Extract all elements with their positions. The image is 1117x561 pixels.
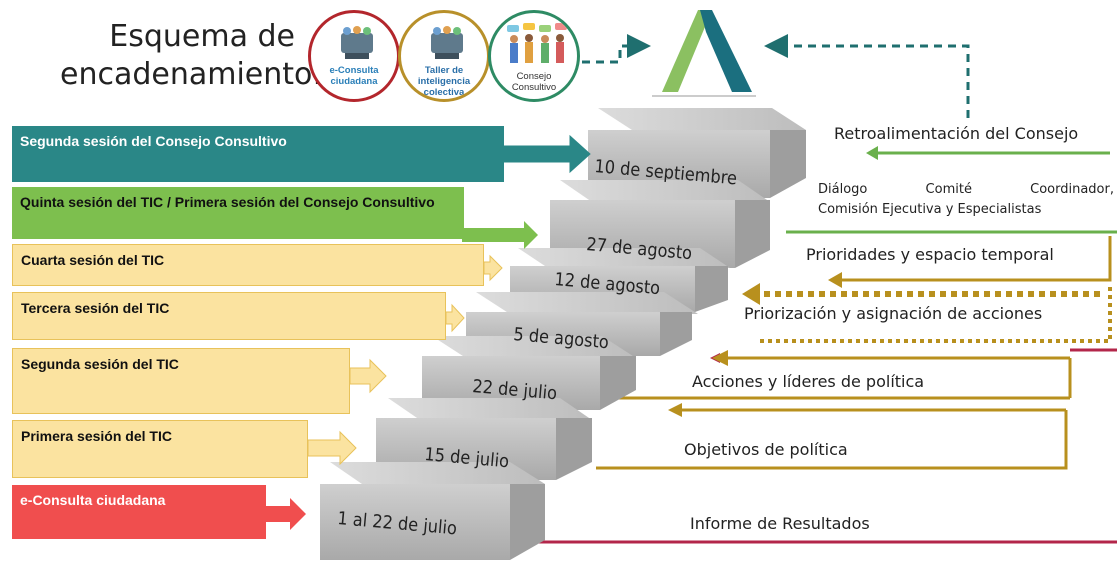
dashed-arrow-to-logo — [582, 34, 651, 64]
diagram-title: Esquema de encadenamiento: — [60, 18, 323, 94]
logo-icon — [652, 10, 756, 97]
prioritization-dotted-loop — [760, 287, 1112, 343]
step-5 — [422, 336, 636, 410]
dialog-label: Diálogo Comité Coordinador, Comisión Eje… — [818, 180, 1114, 220]
people-meeting-icon — [341, 26, 373, 59]
objectives-label: Objetivos de política — [684, 440, 848, 459]
title-line-1: Esquema de — [109, 19, 295, 54]
circle-label-consejo: Consejo Consultivo — [511, 71, 557, 93]
session-box-1: Segunda sesión del Consejo Consultivo — [12, 126, 504, 182]
session-box-5: Segunda sesión del TIC — [12, 348, 350, 414]
session-box-6: Primera sesión del TIC — [12, 420, 308, 478]
dialog-line-2: Comisión Ejecutiva y Especialistas — [818, 202, 1042, 217]
report-label: Informe de Resultados — [690, 514, 870, 533]
dialog-line-1: Diálogo Comité Coordinador, — [818, 182, 1114, 197]
title-line-2: encadenamiento: — [60, 57, 323, 92]
step-7 — [320, 462, 545, 560]
dashed-arrow-feedback — [764, 34, 970, 118]
priorities-label: Prioridades y espacio temporal — [806, 245, 1054, 264]
prioritization-label: Priorización y asignación de acciones — [744, 304, 1043, 323]
session-box-4: Tercera sesión del TIC — [12, 292, 446, 340]
session-box-2: Quinta sesión del TIC / Primera sesión d… — [12, 187, 464, 239]
feedback-arrowhead — [866, 146, 878, 160]
session-label-2: Quinta sesión del TIC / Primera sesión d… — [20, 194, 435, 210]
workshop-icon — [431, 26, 463, 59]
session-label-1: Segunda sesión del Consejo Consultivo — [20, 133, 287, 149]
circle-label-e-consulta: e-Consulta ciudadana — [329, 65, 379, 87]
session-label-5: Segunda sesión del TIC — [21, 356, 179, 372]
session-box-7: e-Consulta ciudadana — [12, 485, 266, 539]
session-box-3: Cuarta sesión del TIC — [12, 244, 484, 286]
session-label-3: Cuarta sesión del TIC — [21, 252, 165, 268]
session-label-6: Primera sesión del TIC — [21, 428, 172, 444]
priorities-line — [840, 236, 1112, 282]
circle-consejo: Consejo Consultivo — [488, 10, 580, 102]
actions-label: Acciones y líderes de política — [692, 372, 925, 391]
session-label-4: Tercera sesión del TIC — [21, 300, 170, 316]
feedback-label: Retroalimentación del Consejo — [834, 124, 1079, 143]
session-label-7: e-Consulta ciudadana — [20, 492, 166, 508]
objectives-loop — [596, 410, 1068, 470]
circle-label-taller: Taller de inteligencia colectiva — [417, 65, 471, 98]
people-speech-icon — [507, 23, 567, 63]
circle-e-consulta: e-Consulta ciudadana — [308, 10, 400, 102]
